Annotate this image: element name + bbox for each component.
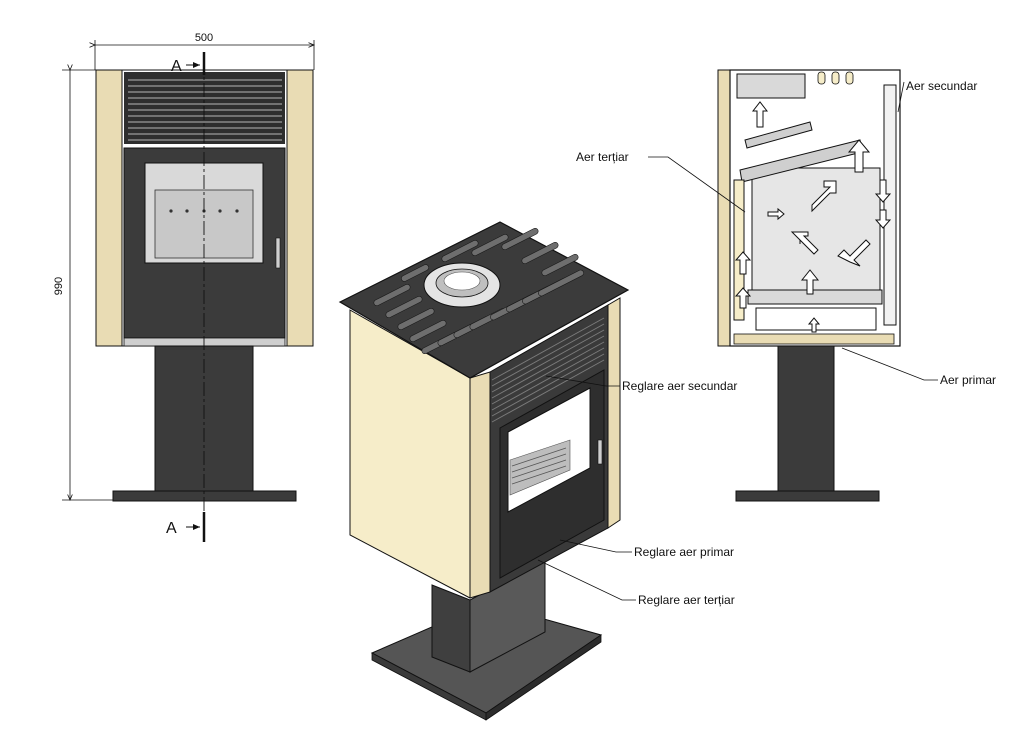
stove-plinth	[123, 337, 286, 347]
section-pedestal-column	[777, 345, 835, 492]
callout-leaders	[537, 81, 938, 601]
height-dimension: 990	[53, 70, 113, 500]
right-side-panel	[286, 69, 314, 347]
callout-reglare-aer-tertiar: Reglare aer terțiar	[638, 593, 735, 607]
grate	[747, 289, 883, 305]
section-label-bottom: A	[166, 520, 177, 537]
air-flow-arrows	[734, 101, 892, 333]
callout-reglare-aer-secundar: Reglare aer secundar	[622, 379, 737, 393]
pedestal-base	[112, 490, 297, 502]
combustion-chamber	[751, 167, 881, 293]
width-dimension-label: 500	[195, 32, 213, 44]
section-marker-top: A	[171, 52, 206, 75]
iso-top-slots	[373, 227, 584, 355]
section-view	[717, 69, 901, 502]
section-marker-bottom: A	[166, 512, 206, 542]
iso-front-grille	[491, 317, 605, 423]
tertiary-air-channel	[733, 179, 745, 321]
flue-box	[736, 73, 806, 99]
iso-door-handle	[597, 439, 603, 465]
height-dimension-label: 990	[53, 277, 65, 295]
callout-aer-primar: Aer primar	[940, 373, 996, 387]
section-side-panel	[717, 69, 731, 347]
isometric-view	[338, 221, 630, 721]
secondary-air-channel	[883, 84, 897, 326]
front-view: 500 990	[53, 32, 314, 542]
callout-reglare-aer-primar: Reglare aer primar	[634, 545, 734, 559]
callout-aer-secundar: Aer secundar	[906, 79, 977, 93]
iso-column-left	[431, 584, 471, 673]
left-side-panel	[95, 69, 123, 347]
callout-aer-tertiar: Aer terțiar	[576, 150, 629, 164]
top-grille	[124, 72, 285, 144]
section-pedestal-base	[735, 490, 880, 502]
width-dimension: 500	[95, 32, 314, 70]
door-handle	[275, 237, 281, 269]
section-label-top: A	[171, 58, 182, 75]
